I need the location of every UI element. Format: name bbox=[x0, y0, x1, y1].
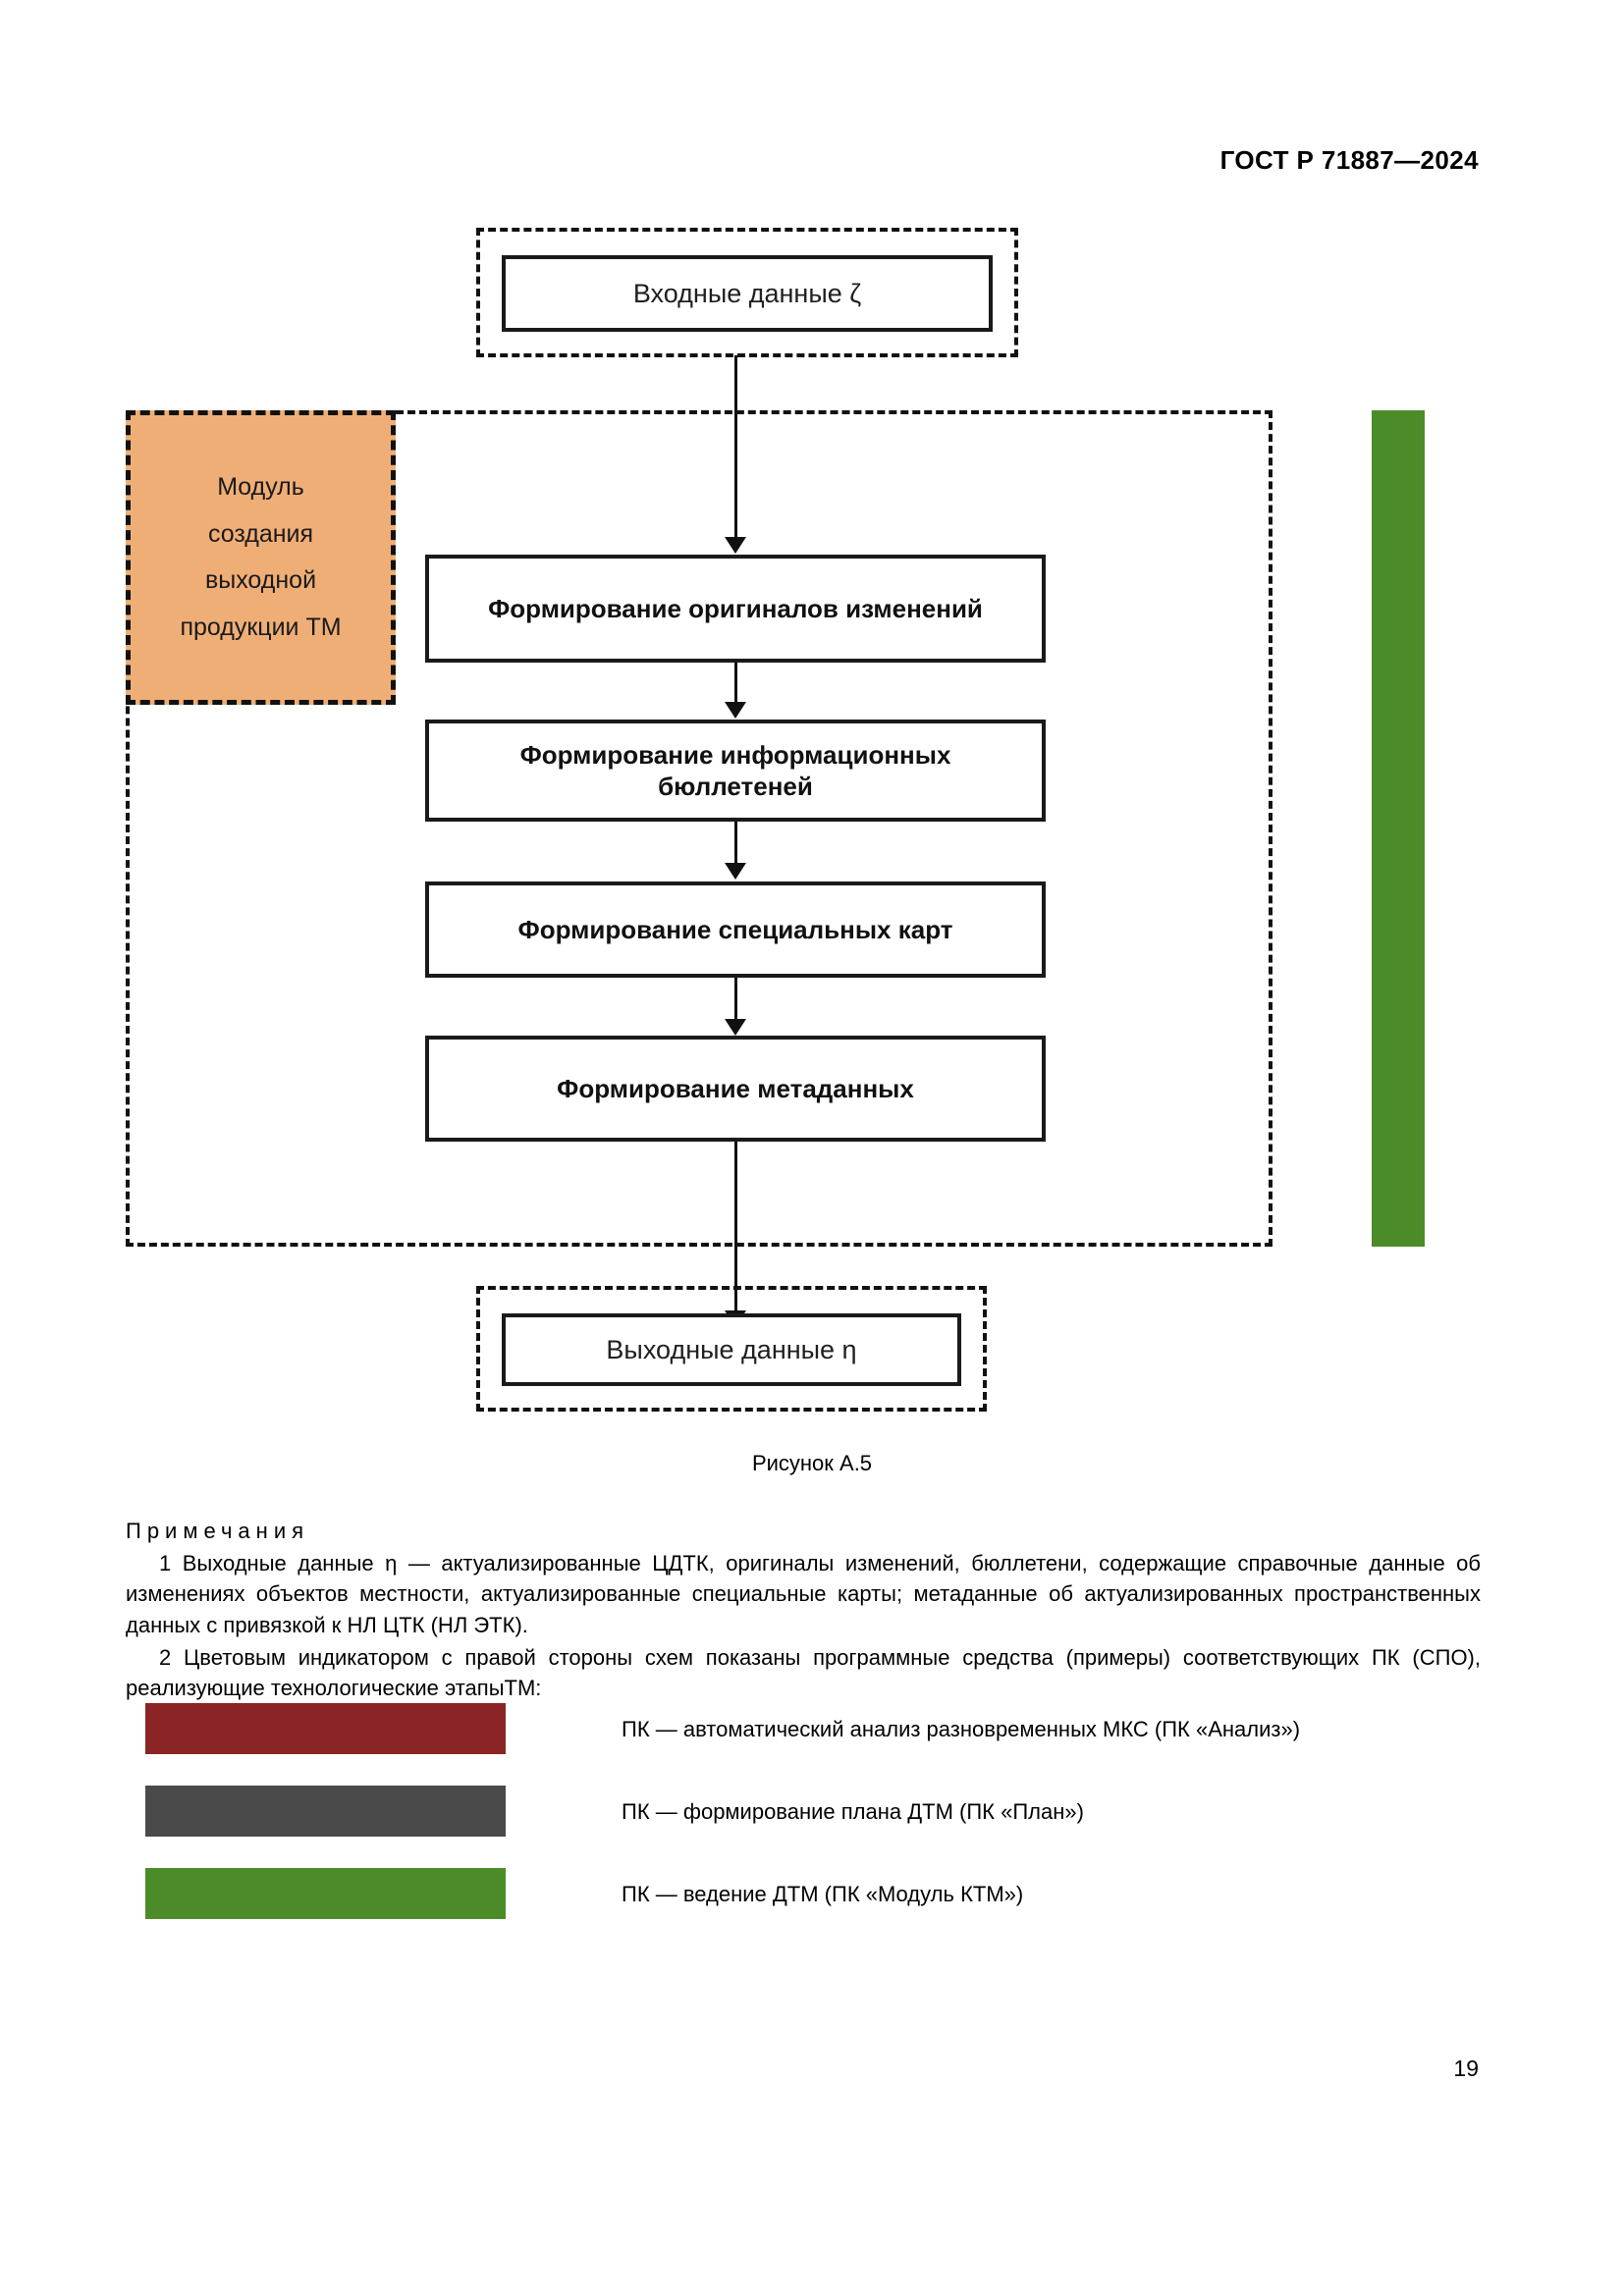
connector-input-to-step1 bbox=[734, 355, 737, 537]
legend-row-analysis: ПК — автоматический анализ разновременны… bbox=[126, 1703, 1500, 1764]
note-item-1: 1 Выходные данные η — актуализированные … bbox=[126, 1551, 1481, 1637]
process-box-3: Формирование специальных карт bbox=[425, 881, 1046, 978]
process-box-2: Формирование информационных бюллетеней bbox=[425, 720, 1046, 822]
connector-step4-to-output bbox=[734, 1142, 737, 1310]
legend-row-plan: ПК — формирование плана ДТМ (ПК «План») bbox=[126, 1786, 1500, 1846]
figure-a5: Входные данные ζ Модуль создания выходно… bbox=[126, 228, 1425, 1475]
connector-step2-to-step3 bbox=[734, 822, 737, 863]
legend-swatch-gray bbox=[145, 1786, 506, 1837]
legend-block: ПК — автоматический анализ разновременны… bbox=[126, 1703, 1500, 1950]
input-node-wrapper: Входные данные ζ bbox=[476, 228, 1018, 357]
figure-caption: Рисунок А.5 bbox=[751, 1451, 873, 1475]
module-label-line-1: Модуль bbox=[217, 473, 304, 501]
module-label-line-2: создания bbox=[207, 519, 314, 548]
output-node-wrapper: Выходные данные η bbox=[476, 1286, 987, 1412]
page-header: ГОСТ Р 71887—2024 bbox=[1219, 145, 1479, 175]
module-region-outline bbox=[126, 410, 1272, 1247]
legend-label-ktm: ПК — ведение ДТМ (ПК «Модуль КТМ») bbox=[622, 1882, 1024, 1906]
arrowhead-step2 bbox=[725, 702, 746, 719]
connector-step3-to-step4 bbox=[734, 978, 737, 1019]
legend-label-analysis: ПК — автоматический анализ разновременны… bbox=[622, 1717, 1301, 1741]
module-label-line-4: продукции ТМ bbox=[180, 613, 342, 641]
notes-title: Примечания bbox=[126, 1519, 310, 1543]
arrowhead-step1 bbox=[725, 537, 746, 554]
process-box-4: Формирование метаданных bbox=[425, 1036, 1046, 1142]
notes-block: Примечания 1 Выходные данные η — актуали… bbox=[126, 1516, 1481, 1703]
legend-label-plan: ПК — формирование плана ДТМ (ПК «План») bbox=[622, 1799, 1084, 1824]
module-label-line-3: выходной bbox=[204, 566, 317, 594]
page-number: 19 bbox=[1453, 2056, 1479, 2081]
connector-step1-to-step2 bbox=[734, 663, 737, 702]
legend-swatch-green bbox=[145, 1868, 506, 1919]
arrowhead-step3 bbox=[725, 863, 746, 880]
legend-row-ktm: ПК — ведение ДТМ (ПК «Модуль КТМ») bbox=[126, 1868, 1500, 1929]
input-node-box: Входные данные ζ bbox=[502, 255, 993, 332]
module-label-block: Модуль создания выходной продукции ТМ bbox=[126, 410, 396, 705]
output-node-box: Выходные данные η bbox=[502, 1313, 961, 1386]
arrowhead-step4 bbox=[725, 1019, 746, 1036]
process-box-1: Формирование оригиналов изменений bbox=[425, 555, 1046, 663]
software-indicator-bar-green bbox=[1372, 410, 1425, 1247]
legend-swatch-red bbox=[145, 1703, 506, 1754]
note-item-2: 2 Цветовым индикатором с правой стороны … bbox=[126, 1644, 1481, 1701]
